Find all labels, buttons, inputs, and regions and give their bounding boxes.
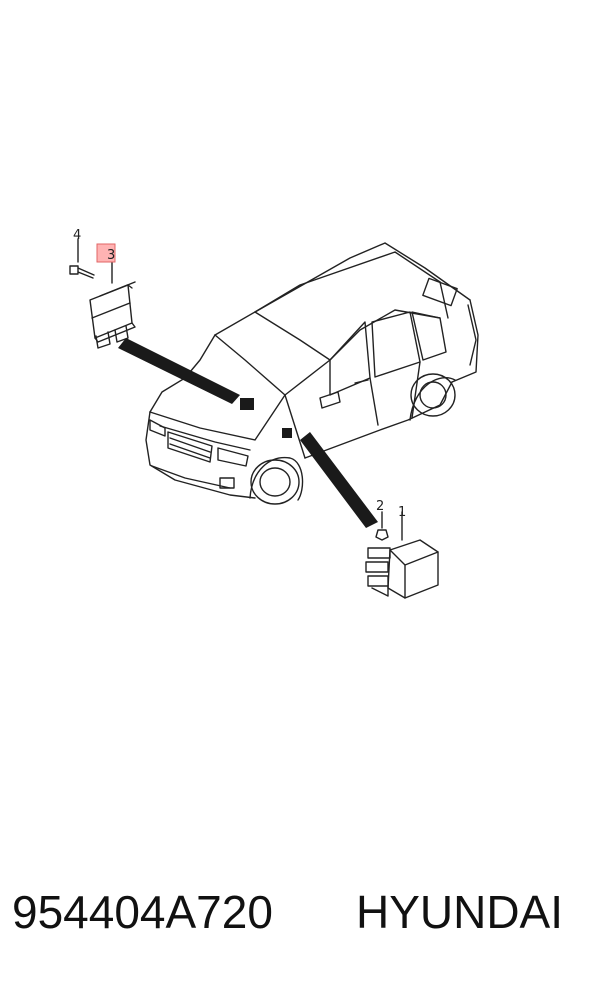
pointer-band-upper bbox=[118, 338, 240, 404]
callout-highlight bbox=[96, 243, 116, 263]
nut bbox=[375, 511, 389, 541]
module-upper bbox=[89, 281, 136, 349]
brand-name: HYUNDAI bbox=[356, 886, 564, 938]
callout-2: 2 bbox=[376, 499, 384, 514]
bolt bbox=[69, 238, 95, 279]
pointer-band-lower bbox=[300, 432, 378, 528]
vehicle-drawing bbox=[145, 242, 479, 505]
callout-3: 3 bbox=[107, 248, 115, 263]
callout-4: 4 bbox=[73, 228, 81, 243]
module-lower bbox=[365, 539, 439, 599]
mount-mark-dash bbox=[240, 398, 254, 410]
mount-mark-body bbox=[282, 428, 292, 438]
footer: 954404A720 HYUNDAI bbox=[0, 872, 600, 952]
callout-1: 1 bbox=[398, 505, 406, 520]
pointer-bands bbox=[118, 338, 378, 528]
part-number: 954404A720 bbox=[12, 886, 273, 938]
